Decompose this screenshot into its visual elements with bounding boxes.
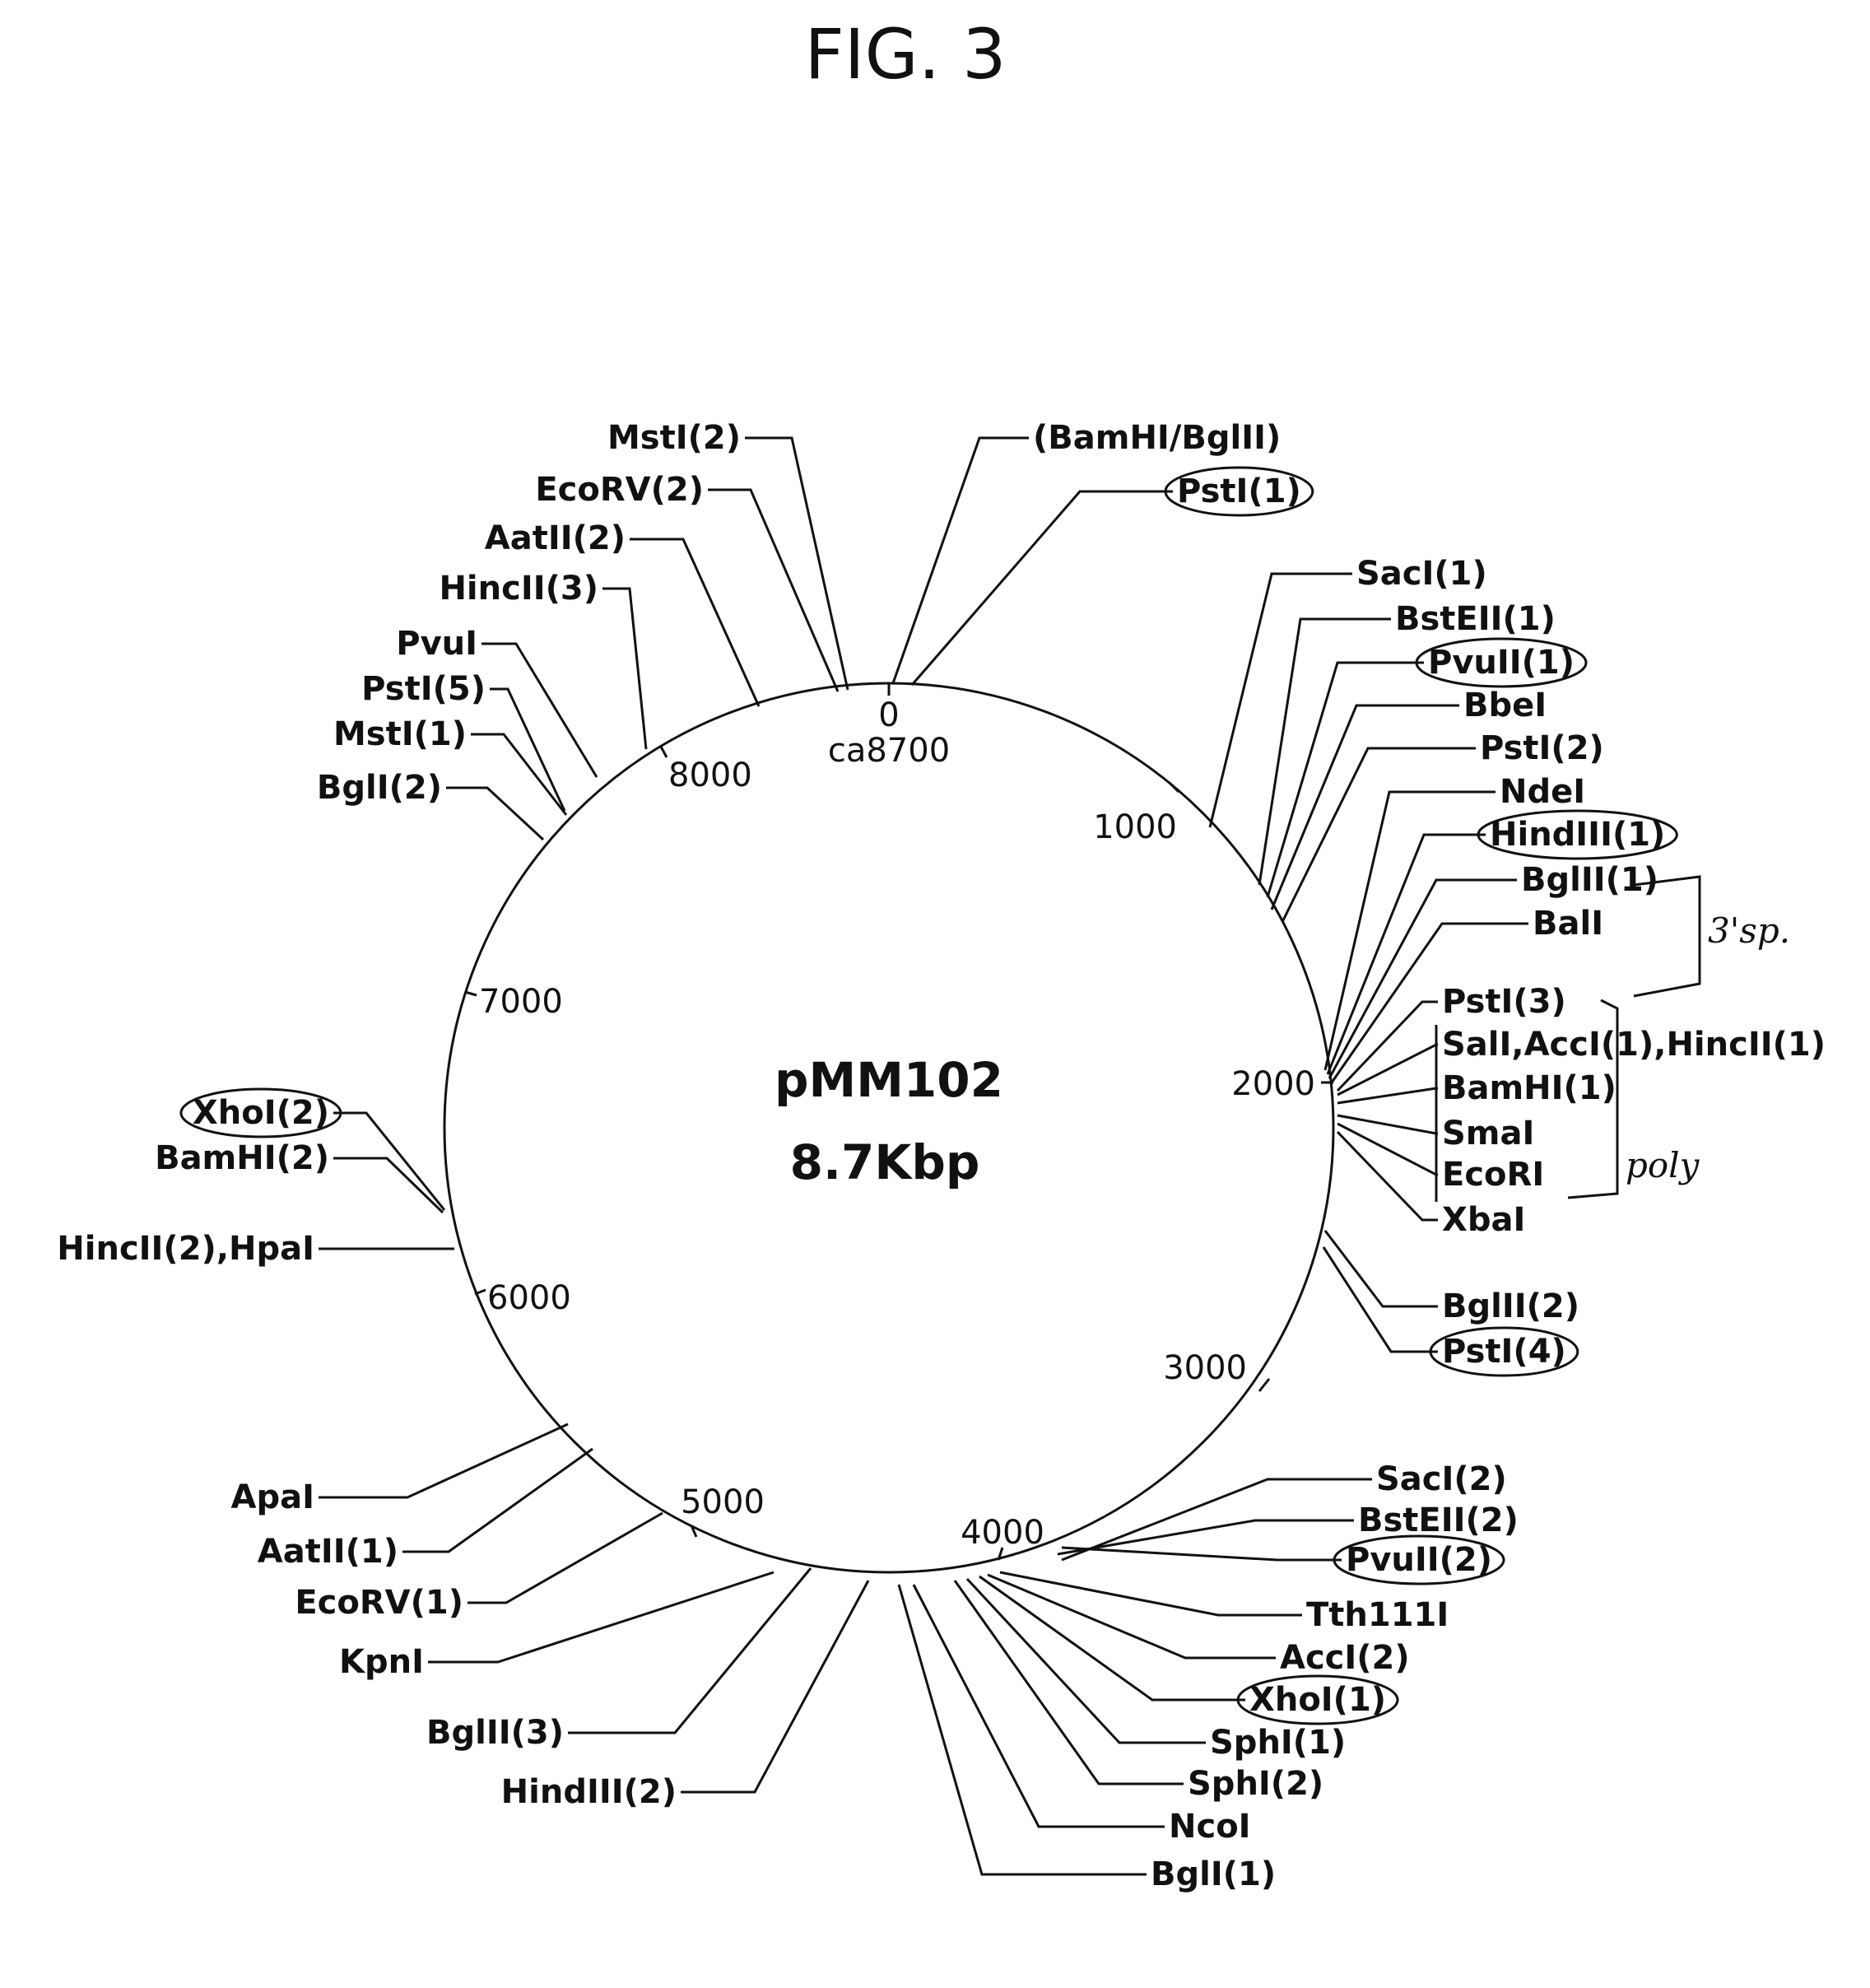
site-leader-hincii-3 bbox=[602, 589, 646, 749]
tick-mark-8000 bbox=[661, 747, 667, 757]
site-label-hindiii-1: HindIII(1) bbox=[1490, 816, 1665, 854]
tick-label-6000: 6000 bbox=[487, 1279, 571, 1317]
site-leader-aatii-1 bbox=[402, 1449, 593, 1552]
site-label-pvuii-2: PvuII(2) bbox=[1346, 1541, 1492, 1579]
site-label-bgli-2: BglI(2) bbox=[317, 769, 442, 807]
site-label-sali-acci-1-hincii-1: SalI,AccI(1),HincII(1) bbox=[1442, 1026, 1826, 1064]
site-label-saci-1: SacI(1) bbox=[1356, 555, 1487, 593]
site-leader-bsteii-1 bbox=[1259, 619, 1391, 885]
site-label-aatii-1: AatII(1) bbox=[258, 1533, 398, 1571]
site-leader-aatii-2 bbox=[630, 539, 759, 706]
site-label-apai: ApaI bbox=[231, 1478, 314, 1516]
tick-label-0: 0 bbox=[878, 696, 899, 734]
site-leader-bbei bbox=[1272, 705, 1459, 910]
site-leader-saci-1 bbox=[1210, 574, 1352, 827]
figure-title: FIG. 3 bbox=[804, 14, 1006, 95]
site-leader-bglii-2 bbox=[1325, 1231, 1438, 1306]
site-label-ecori: EcoRI bbox=[1442, 1156, 1544, 1194]
site-label-bglii-3: BglII(3) bbox=[426, 1714, 564, 1752]
site-leader-ecorv-2 bbox=[708, 490, 838, 691]
site-label-saci-2: SacI(2) bbox=[1376, 1460, 1507, 1498]
bracket-3sp-label: 3'sp. bbox=[1708, 910, 1790, 951]
site-label-acci-2: AccI(2) bbox=[1280, 1639, 1410, 1677]
site-label-msti-1: MstI(1) bbox=[333, 715, 467, 753]
site-label-sphi-2: SphI(2) bbox=[1188, 1765, 1323, 1803]
plasmid-size: 8.7Kbp bbox=[790, 1134, 980, 1190]
site-label-kpni: KpnI bbox=[339, 1643, 424, 1681]
plasmid-circle bbox=[444, 683, 1333, 1572]
site-label-psti-5: PstI(5) bbox=[361, 670, 486, 708]
tick-mark-1000 bbox=[1169, 782, 1179, 792]
site-leader-psti-4 bbox=[1323, 1247, 1438, 1352]
site-leader-pvuii-2 bbox=[1062, 1548, 1342, 1560]
site-label-xhoi-2: XhoI(2) bbox=[193, 1094, 329, 1132]
site-label-bamhi-1: BamHI(1) bbox=[1442, 1069, 1616, 1107]
site-leader-bgli-2 bbox=[446, 788, 543, 840]
tick-label-7000: 7000 bbox=[479, 983, 563, 1021]
site-leader-xbai bbox=[1337, 1132, 1438, 1220]
site-label-xbai: XbaI bbox=[1442, 1201, 1525, 1239]
site-leader-apai bbox=[319, 1424, 568, 1497]
site-label-aatii-2: AatII(2) bbox=[485, 519, 626, 557]
tick-sublabel-0: ca8700 bbox=[828, 732, 950, 770]
site-leader-tth111i bbox=[1000, 1572, 1302, 1615]
site-label-bbei: BbeI bbox=[1463, 687, 1547, 724]
tick-label-3000: 3000 bbox=[1163, 1349, 1247, 1387]
site-label-xhoi-1: XhoI(1) bbox=[1249, 1681, 1386, 1719]
site-label-bamhi-2: BamHI(2) bbox=[155, 1139, 329, 1177]
tick-label-8000: 8000 bbox=[668, 757, 752, 794]
site-label-pvui: PvuI bbox=[396, 625, 477, 663]
site-label-bglii-2: BglII(2) bbox=[1442, 1287, 1579, 1325]
site-leader-ncoi bbox=[914, 1585, 1165, 1827]
site-label-smai: SmaI bbox=[1442, 1115, 1534, 1152]
tick-label-4000: 4000 bbox=[961, 1514, 1044, 1552]
site-label-bsteii-1: BstEII(1) bbox=[1395, 600, 1556, 638]
site-label-psti-2: PstI(2) bbox=[1480, 729, 1604, 767]
site-leader-ecorv-1 bbox=[468, 1513, 663, 1603]
site-label-ecorv-1: EcoRV(1) bbox=[295, 1584, 463, 1622]
plasmid-name: pMM102 bbox=[775, 1052, 1003, 1108]
site-label-psti-1: PstI(1) bbox=[1177, 473, 1301, 510]
site-label-sphi-1: SphI(1) bbox=[1210, 1724, 1346, 1762]
site-leader-bamhi-2 bbox=[333, 1158, 443, 1213]
site-label-ndei: NdeI bbox=[1500, 773, 1585, 811]
bracket-poly-label: poly bbox=[1626, 1145, 1700, 1185]
tick-label-2000: 2000 bbox=[1231, 1065, 1315, 1103]
tick-label-1000: 1000 bbox=[1093, 808, 1177, 846]
site-label-pvuii-1: PvuII(1) bbox=[1428, 644, 1575, 682]
tick-mark-3000 bbox=[1259, 1379, 1269, 1391]
site-label-tth111i: Tth111I bbox=[1306, 1596, 1449, 1634]
site-leader-bglii-3 bbox=[568, 1568, 811, 1733]
site-leader-sphi-2 bbox=[955, 1581, 1184, 1784]
site-leader-msti-2 bbox=[745, 438, 848, 690]
site-label-bali: BalI bbox=[1533, 905, 1603, 943]
tick-label-5000: 5000 bbox=[681, 1483, 765, 1521]
site-label-bsteii-2: BstEII(2) bbox=[1358, 1501, 1519, 1539]
site-label-psti-4: PstI(4) bbox=[1442, 1333, 1566, 1371]
site-label-bgli-1: BglI(1) bbox=[1151, 1855, 1276, 1893]
site-label-hincii-2-hpai: HincII(2),HpaI bbox=[57, 1230, 314, 1268]
site-leader-bamhi-bglii bbox=[893, 438, 1029, 683]
site-leader-sphi-1 bbox=[967, 1579, 1206, 1743]
site-label-msti-2: MstI(2) bbox=[607, 419, 741, 457]
site-leader-msti-1 bbox=[471, 734, 566, 815]
site-label-ncoi: NcoI bbox=[1169, 1808, 1251, 1846]
site-label-hincii-3: HincII(3) bbox=[439, 570, 598, 608]
site-leader-kpni bbox=[428, 1572, 774, 1662]
tick-mark-7000 bbox=[465, 992, 477, 995]
site-label-bamhi-bglii: (BamHI/BglII) bbox=[1033, 419, 1281, 457]
site-label-bglii-1: BglII(1) bbox=[1521, 861, 1658, 899]
site-label-hindiii-2: HindIII(2) bbox=[501, 1773, 677, 1811]
site-label-psti-3: PstI(3) bbox=[1442, 983, 1566, 1021]
site-leader-bamhi-1 bbox=[1337, 1088, 1438, 1103]
site-label-ecorv-2: EcoRV(2) bbox=[535, 471, 704, 509]
